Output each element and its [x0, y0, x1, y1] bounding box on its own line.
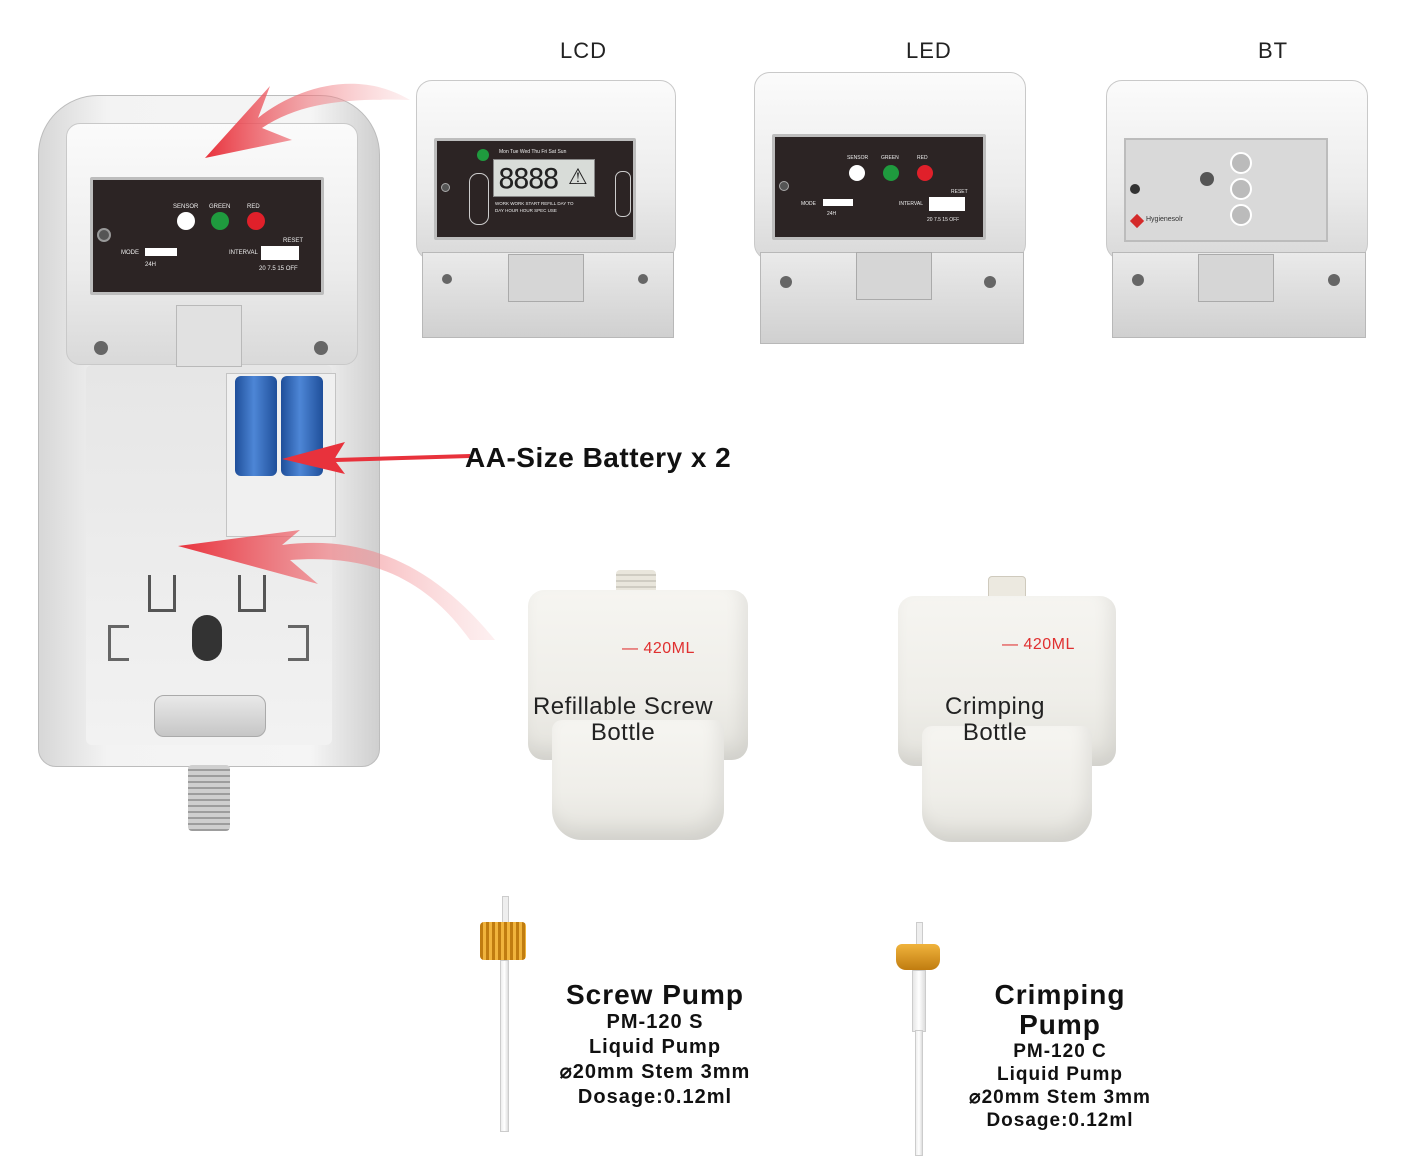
lcd-bottom-labels-2: DAY HOUR HOUR SPEC USE: [495, 208, 557, 213]
battery-label: AA-Size Battery x 2: [465, 442, 732, 473]
lcd-left-button-stack[interactable]: [469, 173, 489, 225]
led-sensor-label: SENSOR: [847, 155, 869, 161]
screw-bottle-volume: — 420ML: [622, 640, 695, 657]
arrow-battery: [282, 442, 470, 474]
bt-module: Hygienesolr: [1102, 76, 1377, 340]
led-red-led: [917, 165, 933, 181]
bt-control-panel: Hygienesolr: [1124, 138, 1328, 242]
led-reset-label: RESET: [951, 189, 968, 195]
green-led: [211, 212, 229, 230]
led-interval-switch[interactable]: [929, 197, 965, 211]
led-sensor-window: [849, 165, 865, 181]
arrow-top: [205, 83, 410, 158]
lcd-screen: 8888 ⚠: [493, 159, 595, 197]
crimping-pump-dosage: Dosage:0.12ml: [986, 1110, 1134, 1131]
screw-pump-model: PM-120 S: [606, 1011, 704, 1033]
warning-icon: ⚠: [568, 164, 588, 189]
dispenser-nozzle: [188, 765, 230, 831]
led-green-led: [883, 165, 899, 181]
lcd-days: Mon Tue Wed Thu Fri Sat Sun: [499, 149, 567, 155]
crimping-pump-title-2: Pump: [1019, 1009, 1101, 1040]
lcd-control-panel: Mon Tue Wed Thu Fri Sat Sun 8888 ⚠ WORK …: [434, 138, 636, 240]
led-red-label: RED: [917, 155, 928, 161]
crimping-pump-type: Liquid Pump: [996, 1064, 1124, 1085]
screw-bottle-name-1: Refillable Screw: [532, 693, 714, 720]
screw-pump-title: Screw Pump: [565, 979, 745, 1010]
led-interval-ticks: 20 7.5 15 OFF: [927, 217, 960, 223]
sensor-label: SENSOR: [173, 204, 199, 210]
led-module: SENSOR GREEN RED MODE 24H INTERVAL RESET…: [750, 68, 1035, 348]
led-interval-label: INTERVAL: [899, 201, 923, 207]
crimping-bottle-volume: — 420ML: [1002, 636, 1075, 653]
screw-bottle: — 420ML Refillable Screw Bottle: [522, 570, 754, 845]
interval-ticks: 20 7.5 15 OFF: [259, 266, 298, 272]
screw-pump-dosage: Dosage:0.12ml: [577, 1086, 733, 1108]
led-mode-label: MODE: [801, 201, 816, 207]
mode-24h-label: 24H: [145, 262, 157, 268]
screw-pump-image: [478, 896, 530, 1132]
screw-pump-specs: Screw Pump PM-120 S Liquid Pump ⌀20mm St…: [540, 980, 770, 1110]
led-mode-switch[interactable]: [823, 199, 853, 206]
power-icon[interactable]: [1230, 152, 1252, 174]
brand-logo-icon: [1129, 213, 1145, 229]
bt-sensor-window: [1200, 172, 1214, 186]
dispenser-open-housing: SENSOR GREEN RED MODE 24H INTERVAL RESET…: [38, 95, 380, 831]
battery-1: [235, 376, 277, 476]
mode-switch[interactable]: [145, 248, 177, 256]
red-label: RED: [247, 204, 260, 210]
screw-pump-spec: ⌀20mm Stem 3mm: [559, 1061, 751, 1083]
lcd-module: Mon Tue Wed Thu Fri Sat Sun 8888 ⚠ WORK …: [412, 76, 687, 340]
lcd-module-label: LCD: [560, 38, 608, 63]
bt-brand: Hygienesolr: [1146, 216, 1183, 223]
bt-reset-button[interactable]: [1230, 204, 1252, 226]
crimping-pump-title-1: Crimping: [994, 979, 1126, 1010]
mode-label: MODE: [121, 250, 139, 256]
crimping-pump-specs: Crimping Pump PM-120 C Liquid Pump ⌀20mm…: [950, 980, 1170, 1132]
interval-switch[interactable]: [261, 246, 299, 260]
interval-label: INTERVAL: [229, 250, 258, 256]
crimping-bottle-name-1: Crimping: [944, 693, 1046, 720]
crimping-pump-spec: ⌀20mm Stem 3mm: [969, 1087, 1151, 1108]
led-control-panel: SENSOR GREEN RED MODE 24H INTERVAL RESET…: [772, 134, 986, 240]
red-led: [247, 212, 265, 230]
bt-button-mid[interactable]: [1230, 178, 1252, 200]
reset-label: RESET: [283, 238, 304, 244]
led-module-label: LED: [906, 38, 952, 63]
screw-bottle-name-2: Bottle: [590, 719, 656, 746]
screw-pump-type: Liquid Pump: [588, 1036, 722, 1058]
lcd-right-button-stack[interactable]: [615, 171, 631, 217]
crimping-pump-image: [894, 922, 944, 1156]
arrow-bottom: [178, 530, 495, 640]
crimping-bottle-name-2: Bottle: [962, 719, 1028, 746]
sensor-window: [177, 212, 195, 230]
led-green-label: GREEN: [881, 155, 899, 161]
lcd-bottom-labels: WORK WORK START REFILL DAY TO: [495, 201, 574, 206]
crimping-pump-model: PM-120 C: [1013, 1041, 1107, 1062]
main-control-panel: SENSOR GREEN RED MODE 24H INTERVAL RESET…: [90, 177, 324, 295]
led-24h-label: 24H: [827, 211, 837, 217]
crimping-bottle: — 420ML Crimping Bottle: [892, 576, 1124, 846]
lcd-digits: 8888: [498, 162, 559, 195]
bt-module-label: BT: [1258, 38, 1289, 63]
green-label: GREEN: [209, 204, 231, 210]
